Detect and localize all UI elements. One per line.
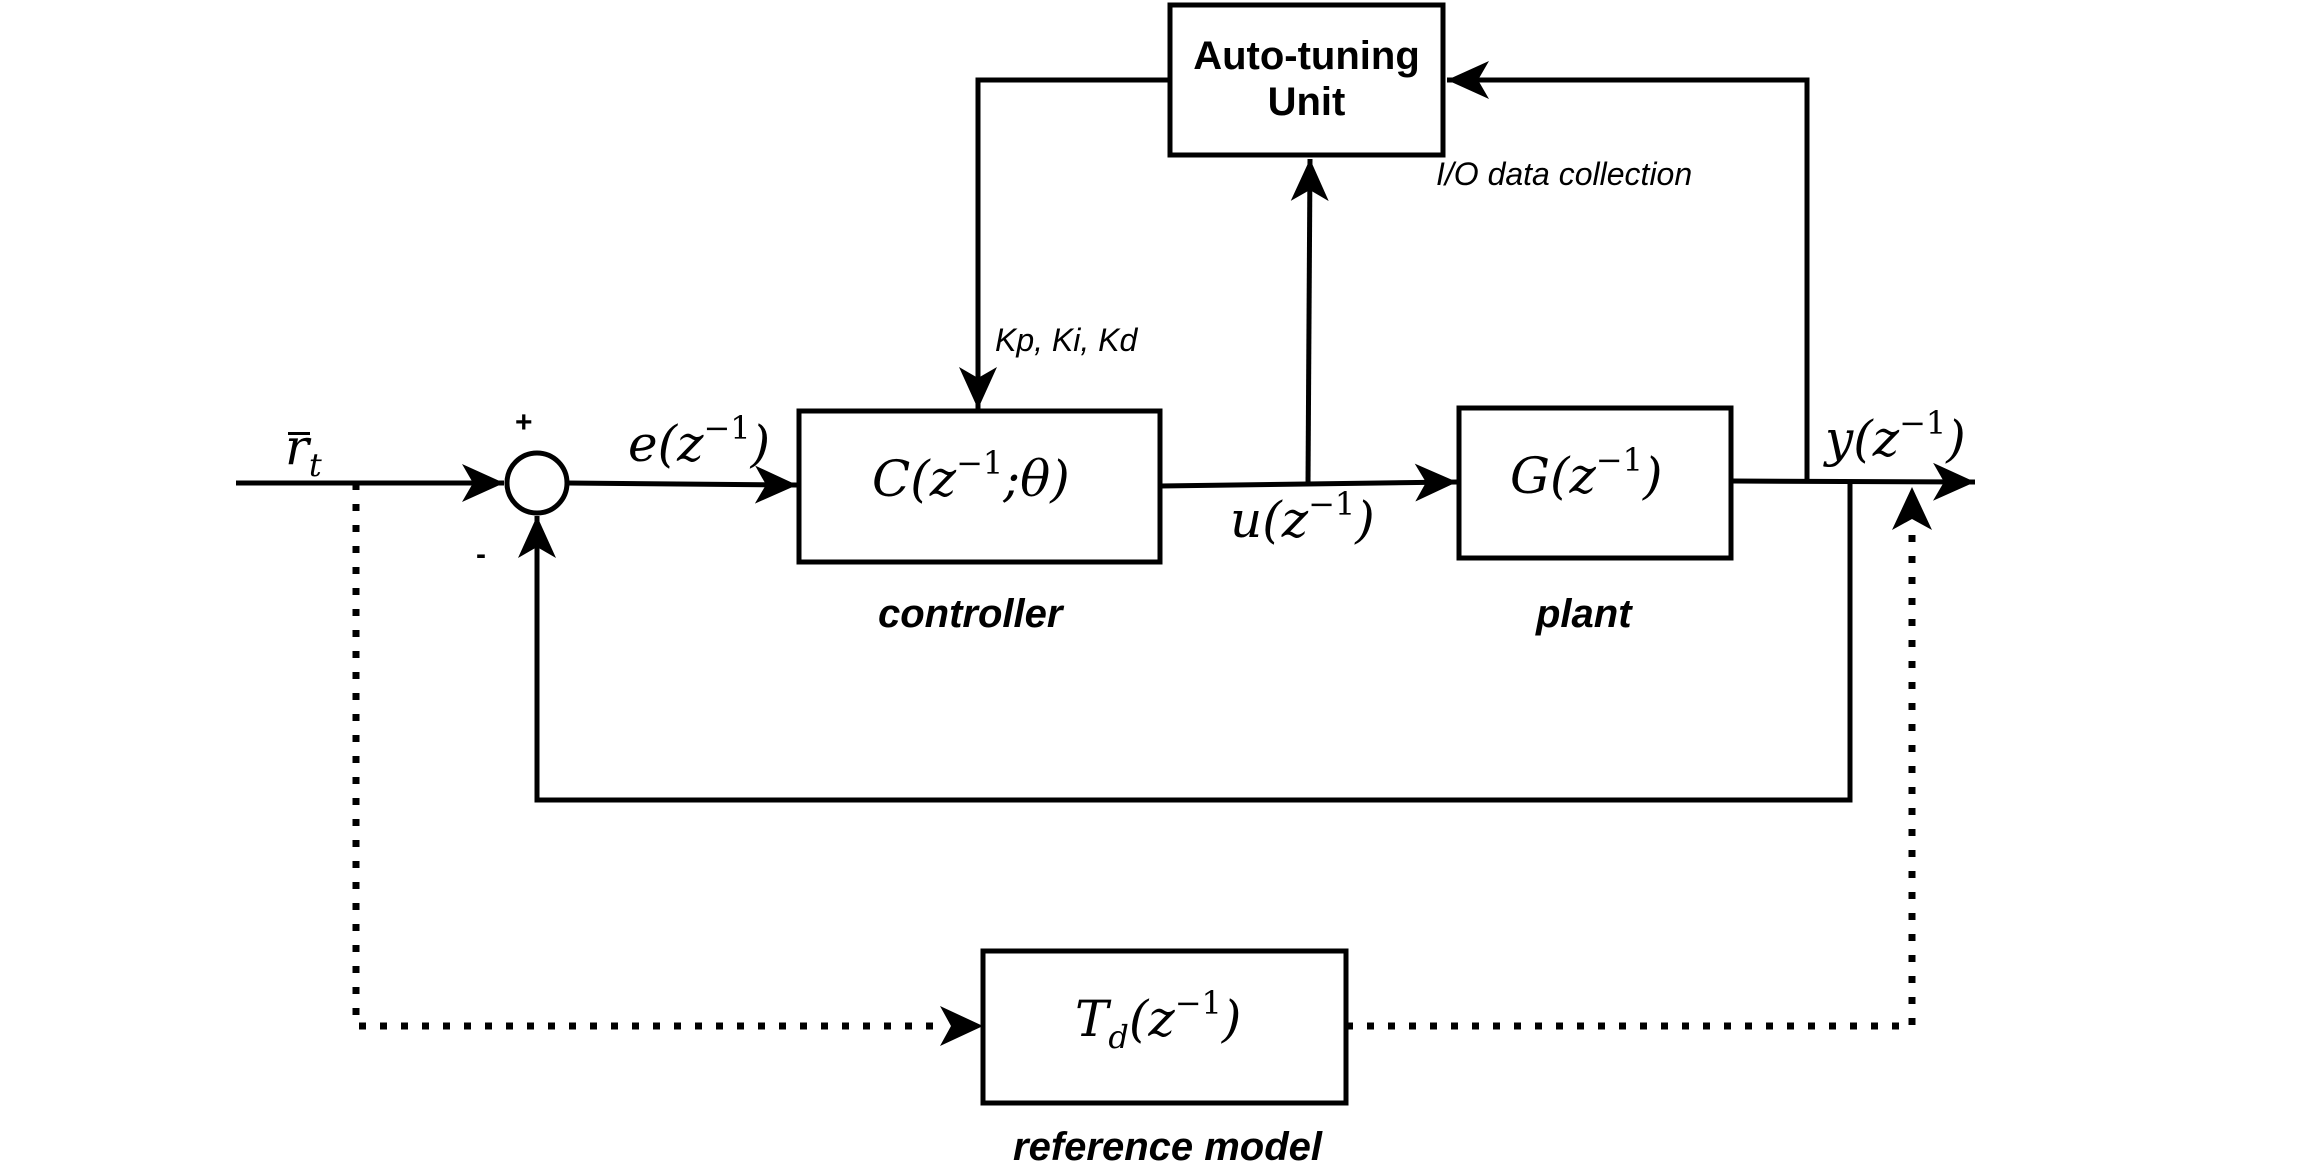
controller-expr-base: C(z <box>872 450 957 508</box>
reference-model-input-arrowhead <box>940 1006 983 1046</box>
output-signal-exp: −1 <box>1899 404 1947 442</box>
reference-signal-sub: t <box>308 446 322 484</box>
io-collection-u-line <box>1290 158 1329 485</box>
plant-expr-base: G(z <box>1510 447 1596 505</box>
io-collection-y-line <box>1447 61 1810 481</box>
reference-model-expr-exp: −1 <box>1174 984 1222 1022</box>
plant-expression: G(z−1) <box>1510 444 1663 505</box>
reference-model-expr-base: T <box>1075 990 1109 1048</box>
output-signal-tail: ) <box>1946 410 1966 468</box>
output-line <box>1730 462 1976 501</box>
control-signal-exp: −1 <box>1308 485 1356 523</box>
auto-tuning-title-line1: Auto-tuning <box>1193 34 1420 78</box>
error-signal-label: e(z−1) <box>628 412 771 473</box>
reference-model-expr-mid: (z <box>1128 990 1175 1048</box>
control-signal-tail: ) <box>1355 491 1375 549</box>
controller-caption: controller <box>878 592 1063 636</box>
plus-sign: + <box>515 406 533 439</box>
plant-expr-exp: −1 <box>1595 441 1643 479</box>
controller-expr-exp: −1 <box>956 444 1004 482</box>
reference-overbar <box>288 432 310 435</box>
reference-model-expr-tail: ) <box>1221 990 1242 1048</box>
output-signal-base: y(z <box>1825 410 1900 468</box>
feedback-line <box>518 481 1853 803</box>
controller-expression: C(z−1;θ) <box>872 447 1070 508</box>
reference-model-expression: Td(z−1) <box>1075 987 1242 1053</box>
error-signal-exp: −1 <box>703 409 751 447</box>
minus-sign: - <box>476 538 486 571</box>
gains-line <box>959 77 1170 409</box>
control-signal-label: u(z−1) <box>1230 488 1375 549</box>
reference-model-caption: reference model <box>1013 1125 1323 1169</box>
gains-annotation: Kp, Ki, Kd <box>995 322 1138 358</box>
controller-block <box>796 408 1163 565</box>
reference-model-expr-sub: d <box>1108 1018 1129 1056</box>
reference-signal-label: rt <box>285 418 322 481</box>
io-collection-annotation: I/O data collection <box>1436 156 1693 192</box>
plant-caption: plant <box>1536 592 1632 636</box>
control-signal-base: u(z <box>1230 491 1309 549</box>
auto-tuning-title: Auto-tuning Unit <box>1170 33 1443 125</box>
auto-tuning-title-line2: Unit <box>1267 80 1346 124</box>
error-signal-base: e(z <box>628 415 704 473</box>
controller-expr-tail: ;θ) <box>1003 450 1070 508</box>
error-signal-line <box>566 465 798 504</box>
reference-model-output-arrowhead <box>1892 487 1932 530</box>
output-signal-label: y(z−1) <box>1825 407 1966 468</box>
reference-signal-base: r <box>285 418 309 476</box>
error-signal-tail: ) <box>750 415 771 473</box>
plant-expr-tail: ) <box>1642 447 1663 505</box>
summing-junction <box>504 450 570 516</box>
